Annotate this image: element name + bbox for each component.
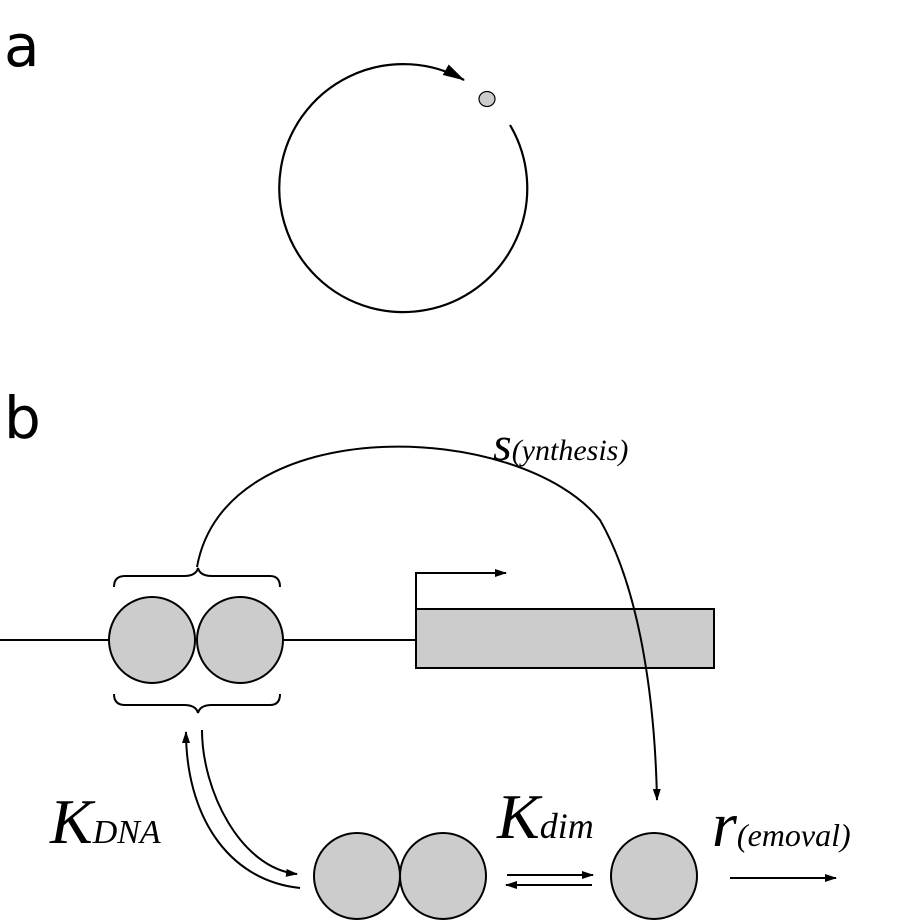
panel-b-label: b: [4, 384, 41, 452]
panel-b: b s(ynthesis): [0, 384, 851, 920]
k-dna-symbol: K: [49, 786, 96, 857]
k-dim-subscript: dim: [540, 806, 594, 846]
binding-arrow: [182, 731, 301, 889]
free-dimer-monomer-left: [313, 832, 401, 920]
particle-dot: [478, 90, 496, 108]
cycle-arrow: [278, 63, 529, 314]
synthesis-label: s(ynthesis): [493, 418, 628, 471]
unbinding-arrow: [201, 729, 298, 877]
bottom-brace: [113, 693, 281, 714]
gene-box: [415, 608, 715, 669]
removal-symbol: r: [712, 789, 738, 860]
synthesis-arrow: [196, 445, 661, 801]
panel-a: a: [4, 12, 529, 314]
panel-a-label: a: [4, 12, 40, 80]
k-dim-label: Kdim: [496, 781, 594, 852]
removal-subscript: (emoval): [737, 817, 851, 853]
k-dna-label: KDNA: [49, 786, 161, 857]
k-dna-subscript: DNA: [92, 814, 161, 851]
k-dim-symbol: K: [496, 781, 543, 852]
synthesis-subscript: (ynthesis): [512, 434, 629, 467]
bound-monomer-right: [196, 596, 284, 684]
transcription-start-arrow: [415, 569, 507, 609]
top-brace: [113, 567, 281, 588]
removal-label: r(emoval): [712, 789, 851, 860]
synthesis-symbol: s: [493, 418, 512, 471]
free-dimer-monomer-right: [399, 832, 487, 920]
bound-monomer-left: [108, 596, 196, 684]
free-monomer: [610, 832, 698, 920]
